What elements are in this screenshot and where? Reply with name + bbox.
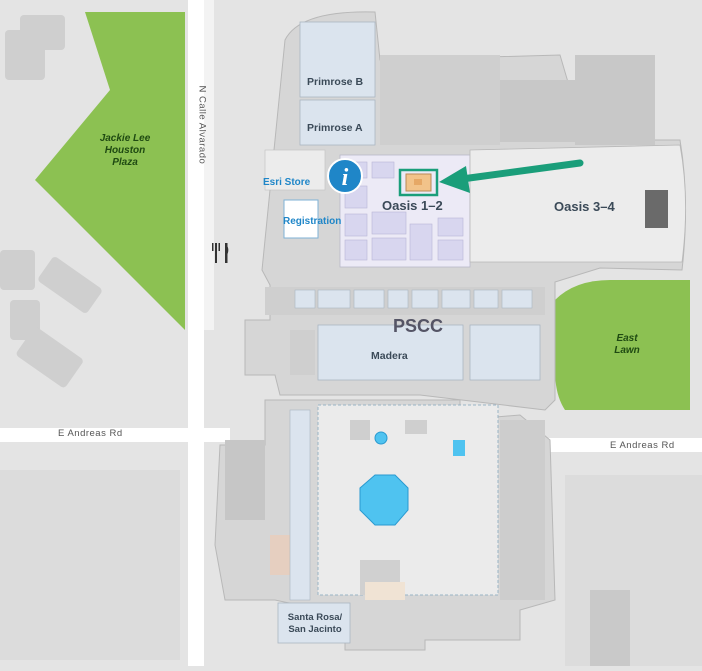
road-andreas-west	[0, 428, 230, 442]
restaurant-icon	[212, 243, 229, 263]
road-andreas-east	[545, 438, 702, 452]
room-santa-rosa	[277, 602, 351, 644]
park-jackie-lee	[35, 12, 185, 330]
svg-text:i: i	[342, 165, 349, 191]
pointer-arrow	[439, 159, 584, 193]
road-calle-alvarado	[188, 0, 204, 666]
room-primrose-a-label: Primrose A	[307, 122, 363, 134]
street-calle-alvarado-label: N Calle Alvarado	[196, 85, 208, 165]
street-andreas-east-label: E Andreas Rd	[610, 440, 675, 451]
registration-label[interactable]: Registration	[283, 216, 342, 227]
info-icon: i	[327, 158, 363, 194]
room-primrose-b-label: Primrose B	[307, 76, 364, 88]
room-oasis-34-label: Oasis 3–4	[554, 199, 615, 214]
stage	[645, 190, 668, 228]
pool	[359, 474, 409, 526]
room-madera	[317, 324, 464, 381]
room-oasis-34	[469, 144, 686, 263]
room-primrose-a	[299, 99, 376, 146]
park-jackie-lee-label: Jackie Lee Houston Plaza	[99, 133, 151, 168]
park-east-lawn-label: East Lawn	[614, 333, 640, 356]
registration-desk	[283, 199, 319, 239]
park-east-lawn	[555, 280, 690, 410]
esri-store-label[interactable]: Esri Store	[263, 177, 311, 188]
parking-lots	[0, 470, 702, 666]
room-oasis-12-label: Oasis 1–2	[382, 198, 443, 213]
highlight-frame	[398, 168, 439, 197]
room-madera-label: Madera	[371, 350, 408, 362]
pscc-label: PSCC	[393, 316, 444, 336]
room-santa-rosa-label: Santa Rosa/ San Jacinto	[287, 612, 343, 635]
room-primrose-b	[299, 21, 376, 98]
street-andreas-west-label: E Andreas Rd	[58, 428, 123, 439]
